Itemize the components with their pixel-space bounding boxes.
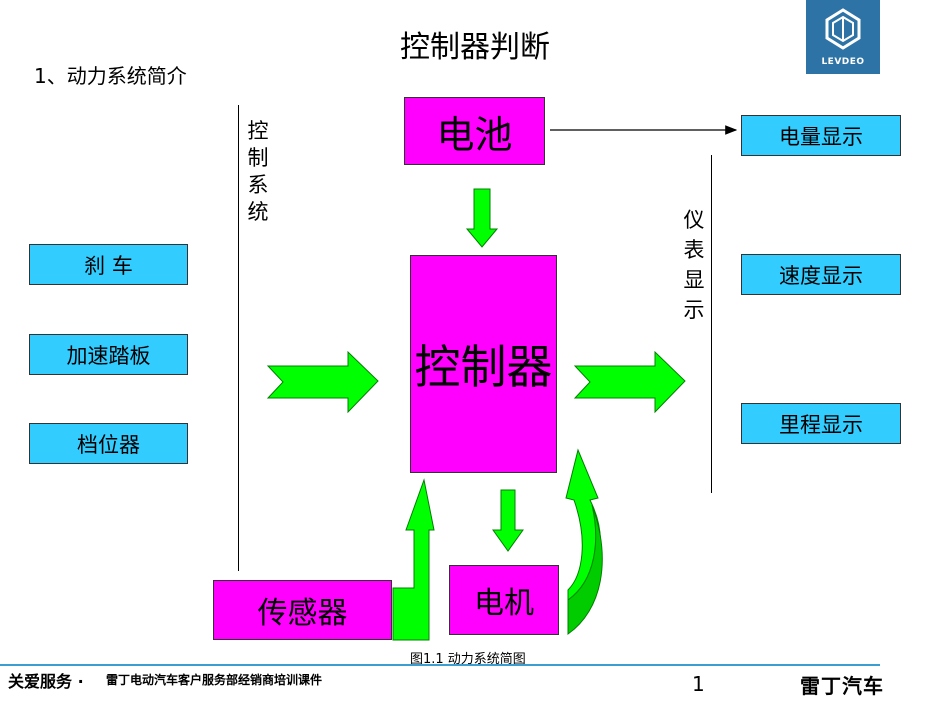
- footer-brand: 雷丁汽车: [800, 674, 884, 698]
- controller-to-outputs-arrow: [573, 350, 686, 414]
- control-system-char: 控: [247, 119, 269, 143]
- accelerator-box: 加速踏板: [29, 334, 188, 375]
- page-number: 1: [692, 672, 705, 696]
- sensor-to-controller-arrow: [392, 478, 435, 641]
- figure-caption: 图1.1 动力系统简图: [410, 652, 526, 667]
- gear-selector-box: 档位器: [29, 423, 188, 464]
- controller-to-motor-arrow: [492, 489, 524, 552]
- inputs-to-controller-arrow: [266, 350, 379, 414]
- control-system-char: 制: [247, 146, 269, 170]
- instrument-char: 仪: [683, 208, 705, 232]
- battery-box: 电池: [404, 97, 545, 165]
- speed-display-box: 速度显示: [741, 254, 901, 295]
- brake-box: 刹 车: [29, 244, 188, 285]
- footer-course-title: 雷丁电动汽车客户服务部经销商培训课件: [106, 673, 323, 687]
- controller-box: 控制器: [410, 255, 557, 473]
- control-system-char: 系: [247, 173, 269, 197]
- sensor-box: 传感器: [213, 580, 392, 640]
- control-system-char: 统: [247, 200, 269, 224]
- left-divider: [238, 105, 239, 571]
- page-title: 控制器判断: [400, 30, 550, 65]
- mileage-display-box: 里程显示: [741, 403, 901, 444]
- battery-level-display-box: 电量显示: [741, 115, 901, 156]
- instrument-char: 显: [683, 268, 705, 292]
- logo-emblem-icon: [825, 8, 861, 50]
- instrument-display-label: 仪 表 显 示: [682, 205, 706, 325]
- motor-feedback-arrow-shade: [567, 504, 603, 635]
- control-system-label: 控 制 系 统: [246, 118, 270, 226]
- brand-logo: LEVDEO: [806, 0, 880, 74]
- instrument-char: 表: [683, 238, 705, 262]
- instrument-char: 示: [683, 298, 705, 322]
- logo-text: LEVDEO: [821, 57, 865, 67]
- right-divider: [711, 155, 712, 493]
- motor-box: 电机: [449, 565, 559, 635]
- footer-slogan: 关爱服务 ·: [8, 672, 84, 691]
- footer-divider: [0, 664, 880, 666]
- section-subtitle: 1、动力系统简介: [34, 64, 187, 88]
- battery-to-controller-arrow: [465, 188, 499, 248]
